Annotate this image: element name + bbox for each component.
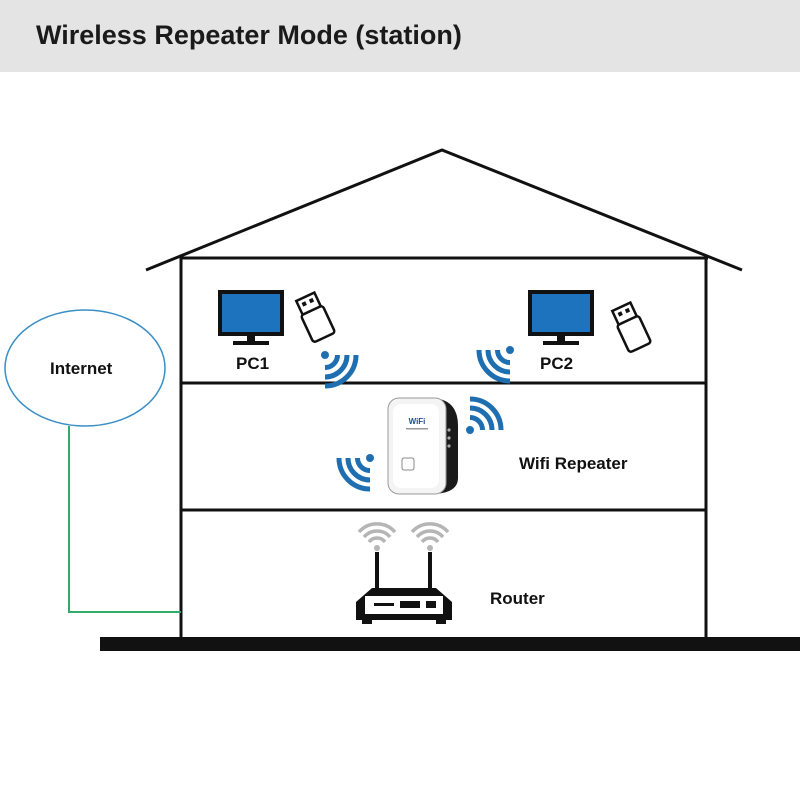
monitor-icon-pc2 [528, 290, 594, 345]
router-icon [356, 552, 452, 624]
device-badge: WiFi [409, 417, 426, 426]
router-signal-icon-left [357, 522, 397, 551]
monitor-icon-pc1 [218, 290, 284, 345]
page-title: Wireless Repeater Mode (station) [36, 20, 462, 50]
title-banner: Wireless Repeater Mode (station) [0, 0, 800, 72]
house-roof [145, 148, 743, 272]
router-signal-icon-right [410, 522, 450, 551]
internet-cloud [4, 309, 166, 427]
usb-wifi-adapter-icon-pc1 [294, 290, 336, 343]
ground-line [100, 637, 800, 651]
wifi-repeater-icon: WiFi [387, 397, 458, 495]
wifi-signal-icon-repeater-down [336, 454, 374, 492]
pc2-label: PC2 [540, 354, 574, 373]
pc1-label: PC1 [236, 354, 270, 373]
usb-wifi-adapter-icon-pc2 [610, 300, 652, 353]
wifi-repeater-label: Wifi Repeater [519, 454, 628, 473]
wifi-signal-icon-pc2 [476, 346, 514, 384]
wifi-signal-icon-repeater-up [466, 396, 504, 434]
internet-label: Internet [50, 359, 113, 378]
wifi-signal-icon-pc1 [321, 351, 359, 389]
internet-cable [68, 426, 181, 613]
router-label: Router [490, 589, 545, 608]
